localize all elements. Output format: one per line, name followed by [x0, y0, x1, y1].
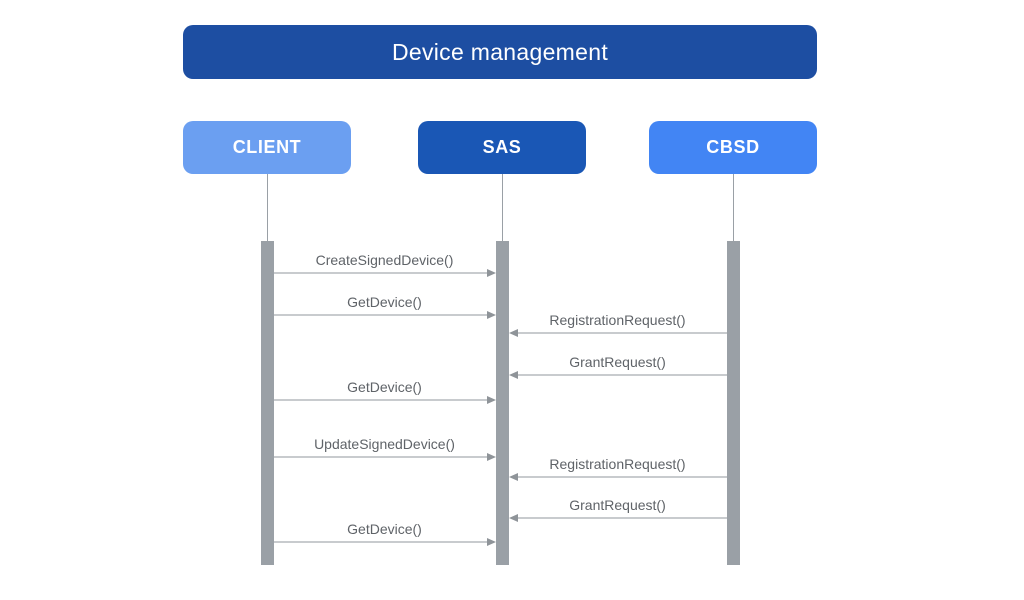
activation-bar-cbsd — [726, 241, 740, 565]
message-arrowhead — [486, 269, 496, 277]
message-arrowhead — [486, 396, 496, 404]
lifeline-sas — [502, 174, 503, 241]
message-line — [515, 517, 727, 519]
message-label: CreateSignedDevice() — [315, 252, 454, 268]
diagram-title-box: Device management — [183, 25, 817, 79]
actor-label-sas: SAS — [482, 137, 522, 157]
actor-box-sas: SAS — [418, 121, 586, 174]
message-line — [273, 272, 489, 274]
message-arrowhead — [486, 453, 496, 461]
actor-box-cbsd: CBSD — [649, 121, 817, 174]
actor-label-client: CLIENT — [232, 137, 302, 157]
message-label: RegistrationRequest() — [549, 312, 686, 328]
message-label: RegistrationRequest() — [549, 456, 686, 472]
message-line — [273, 456, 489, 458]
message-label: GrantRequest() — [569, 354, 666, 370]
activation-bar-client — [260, 241, 274, 565]
actor-box-client: CLIENT — [183, 121, 351, 174]
lifeline-client — [267, 174, 268, 241]
message-line — [515, 476, 727, 478]
activation-bar-sas — [495, 241, 509, 565]
message-label: GetDevice() — [347, 294, 422, 310]
message-label: GetDevice() — [347, 521, 422, 537]
diagram-title-label: Device management — [391, 38, 609, 65]
message-arrowhead — [508, 329, 518, 337]
message-line — [515, 332, 727, 334]
message-arrowhead — [486, 538, 496, 546]
message-line — [273, 314, 489, 316]
message-arrowhead — [486, 311, 496, 319]
actor-label-cbsd: CBSD — [706, 137, 760, 157]
message-line — [273, 399, 489, 401]
message-arrowhead — [508, 514, 518, 522]
message-label: GrantRequest() — [569, 497, 666, 513]
lifeline-cbsd — [733, 174, 734, 241]
message-label: UpdateSignedDevice() — [314, 436, 455, 452]
message-line — [515, 374, 727, 376]
message-line — [273, 541, 489, 543]
message-arrowhead — [508, 473, 518, 481]
message-arrowhead — [508, 371, 518, 379]
message-label: GetDevice() — [347, 379, 422, 395]
